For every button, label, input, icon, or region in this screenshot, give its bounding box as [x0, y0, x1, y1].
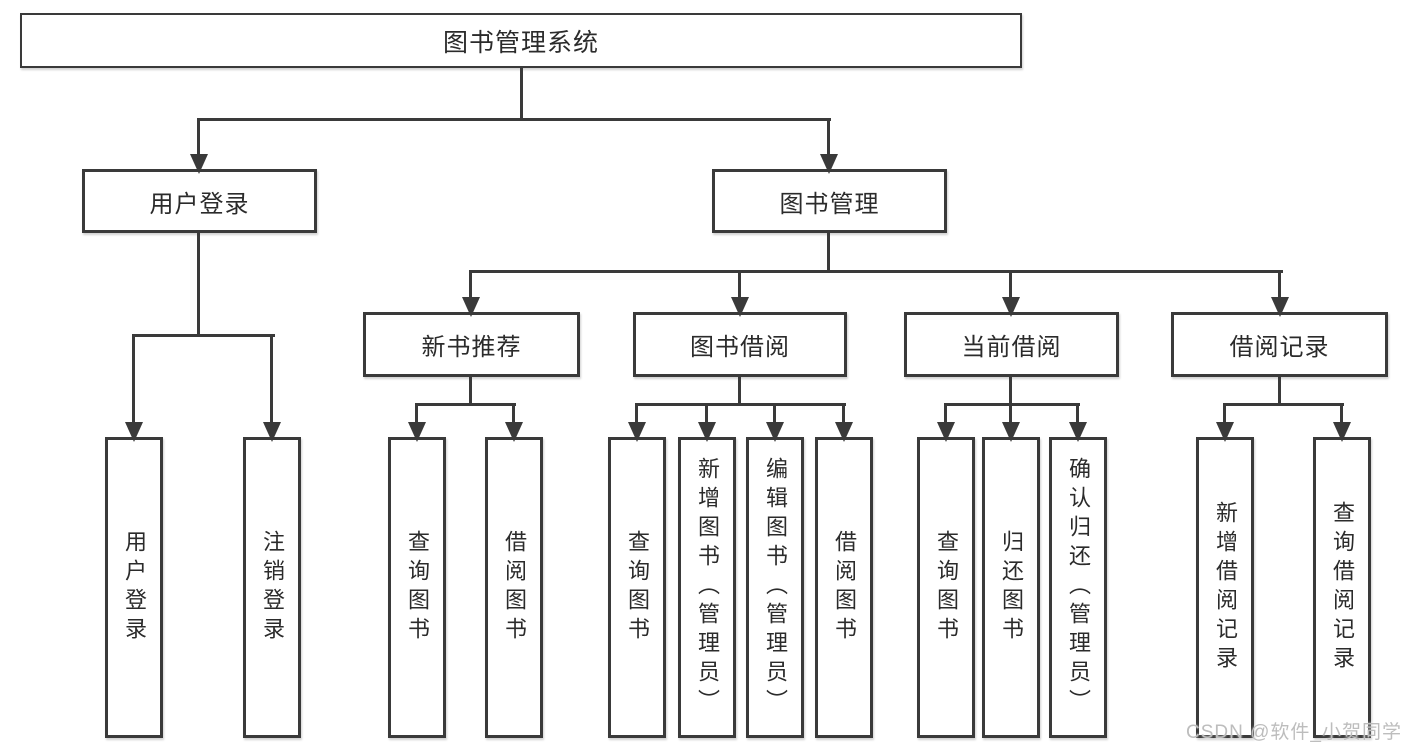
- connector-line: [197, 118, 831, 121]
- connector-line: [1076, 403, 1079, 427]
- leaf-add-borrow-record: 新增借阅记录: [1196, 437, 1254, 738]
- arrow-down-icon: [505, 422, 523, 442]
- node-library-management-system: 图书管理系统: [20, 13, 1022, 68]
- connector-line: [1278, 270, 1281, 302]
- leaf-label: 查询图书: [625, 529, 650, 646]
- arrow-down-icon: [937, 422, 955, 442]
- arrow-down-icon: [1271, 297, 1289, 317]
- leaf-query-books-recommend: 查询图书: [388, 437, 446, 738]
- arrow-down-icon: [1333, 422, 1351, 442]
- connector-line: [1009, 377, 1012, 405]
- arrow-down-icon: [820, 154, 838, 174]
- leaf-edit-books-admin: 编辑图书（管理员）: [746, 437, 804, 738]
- arrow-down-icon: [835, 422, 853, 442]
- connector-line: [944, 403, 947, 427]
- arrow-down-icon: [698, 422, 716, 442]
- connector-line: [773, 403, 776, 427]
- leaf-confirm-return-admin: 确认归还（管理员）: [1049, 437, 1107, 738]
- node-current-borrowing: 当前借阅: [904, 312, 1119, 377]
- connector-line: [738, 377, 741, 405]
- node-borrowing-records: 借阅记录: [1171, 312, 1388, 377]
- leaf-borrow-books-borrowing: 借阅图书: [815, 437, 873, 738]
- arrow-down-icon: [125, 422, 143, 442]
- arrow-down-icon: [462, 297, 480, 317]
- node-user-login: 用户登录: [82, 169, 317, 233]
- connector-line: [469, 270, 472, 302]
- connector-line: [944, 403, 1080, 406]
- leaf-add-books-admin: 新增图书（管理员）: [678, 437, 736, 738]
- leaf-label: 归还图书: [999, 529, 1024, 646]
- connector-line: [738, 270, 741, 302]
- connector-line: [1009, 270, 1012, 302]
- connector-line: [1278, 377, 1281, 405]
- leaf-query-borrow-record: 查询借阅记录: [1313, 437, 1371, 738]
- connector-line: [1340, 403, 1343, 427]
- leaf-label: 借阅图书: [502, 529, 527, 646]
- leaf-label: 查询图书: [405, 529, 430, 646]
- node-book-borrowing: 图书借阅: [633, 312, 847, 377]
- leaf-user-login: 用户登录: [105, 437, 163, 738]
- leaf-label: 借阅图书: [832, 529, 857, 646]
- connector-line: [132, 334, 275, 337]
- connector-line: [705, 403, 708, 427]
- arrow-down-icon: [408, 422, 426, 442]
- connector-line: [132, 334, 135, 427]
- connector-line: [1009, 403, 1012, 427]
- leaf-return-books: 归还图书: [982, 437, 1040, 738]
- connector-line: [520, 68, 523, 120]
- leaf-logout: 注销登录: [243, 437, 301, 738]
- connector-line: [270, 334, 273, 427]
- arrow-down-icon: [1069, 422, 1087, 442]
- leaf-label: 注销登录: [260, 529, 285, 646]
- connector-line: [827, 233, 830, 272]
- connector-line: [635, 403, 638, 427]
- arrow-down-icon: [731, 297, 749, 317]
- arrow-down-icon: [1216, 422, 1234, 442]
- connector-line: [1223, 403, 1226, 427]
- connector-line: [469, 377, 472, 405]
- connector-line: [635, 403, 846, 406]
- leaf-label: 新增借阅记录: [1213, 500, 1238, 675]
- connector-line: [415, 403, 516, 406]
- arrow-down-icon: [263, 422, 281, 442]
- arrow-down-icon: [190, 154, 208, 174]
- connector-line: [827, 118, 830, 159]
- connector-line: [842, 403, 845, 427]
- arrow-down-icon: [1002, 297, 1020, 317]
- connector-line: [197, 118, 200, 159]
- leaf-label: 查询借阅记录: [1330, 500, 1355, 675]
- connector-line: [415, 403, 418, 427]
- leaf-label: 用户登录: [122, 529, 147, 646]
- connector-line: [197, 233, 200, 336]
- arrow-down-icon: [766, 422, 784, 442]
- leaf-query-books-borrowing: 查询图书: [608, 437, 666, 738]
- arrow-down-icon: [1002, 422, 1020, 442]
- arrow-down-icon: [628, 422, 646, 442]
- leaf-label: 编辑图书（管理员）: [763, 457, 788, 718]
- leaf-borrow-books-recommend: 借阅图书: [485, 437, 543, 738]
- connector-line: [1223, 403, 1344, 406]
- connector-line: [512, 403, 515, 427]
- leaf-query-books-current: 查询图书: [917, 437, 975, 738]
- node-new-book-recommendation: 新书推荐: [363, 312, 580, 377]
- csdn-watermark: CSDN @软件_小贺同学: [1186, 722, 1402, 743]
- connector-line: [469, 270, 1283, 273]
- node-book-management: 图书管理: [712, 169, 947, 233]
- leaf-label: 确认归还（管理员）: [1066, 457, 1091, 718]
- leaf-label: 新增图书（管理员）: [695, 457, 720, 718]
- leaf-label: 查询图书: [934, 529, 959, 646]
